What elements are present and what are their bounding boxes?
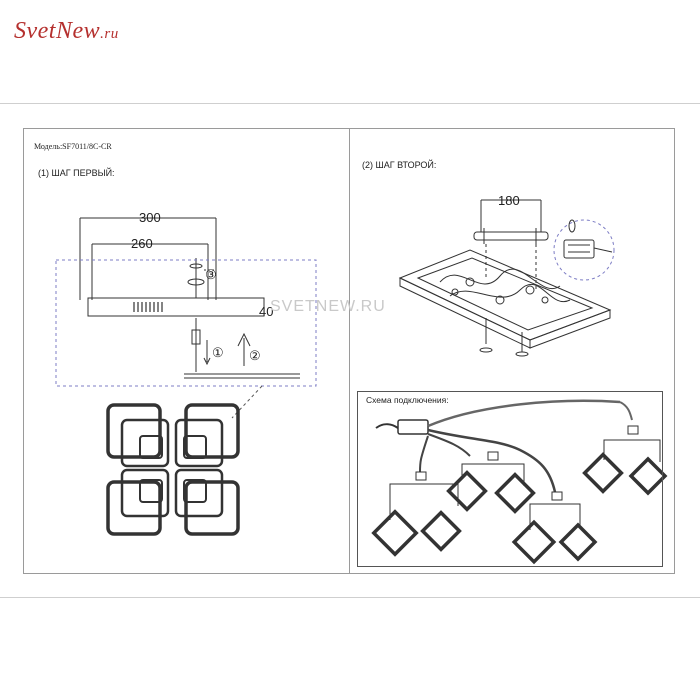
chandelier-top-view xyxy=(106,403,240,536)
dim-300: 300 xyxy=(139,210,161,225)
watermark: SVETNEW.RU xyxy=(270,298,386,315)
model-label: Модель:SF7011/8C-CR xyxy=(34,142,112,151)
step-one-title: (1) ШАГ ПЕРВЫЙ: xyxy=(38,168,115,178)
dim-180: 180 xyxy=(498,193,520,208)
wiring-scheme-title: Схема подключения: xyxy=(366,395,449,405)
step-two-title: (2) ШАГ ВТОРОЙ: xyxy=(362,160,437,170)
step-two-drawing xyxy=(398,199,615,357)
wiring-scheme xyxy=(371,399,668,565)
marker-1: ① xyxy=(212,345,224,360)
dim-260: 260 xyxy=(131,236,153,251)
site-logo: SvetNew.ru xyxy=(14,18,119,44)
sheet-divider xyxy=(349,128,350,574)
marker-2: ② xyxy=(249,348,261,363)
dim-40: 40 xyxy=(259,304,273,319)
step-one-drawing xyxy=(55,217,317,419)
top-separator xyxy=(0,103,700,104)
bottom-separator xyxy=(0,597,700,598)
wiring-scheme-box xyxy=(357,391,663,567)
marker-3: ③ xyxy=(205,267,217,282)
